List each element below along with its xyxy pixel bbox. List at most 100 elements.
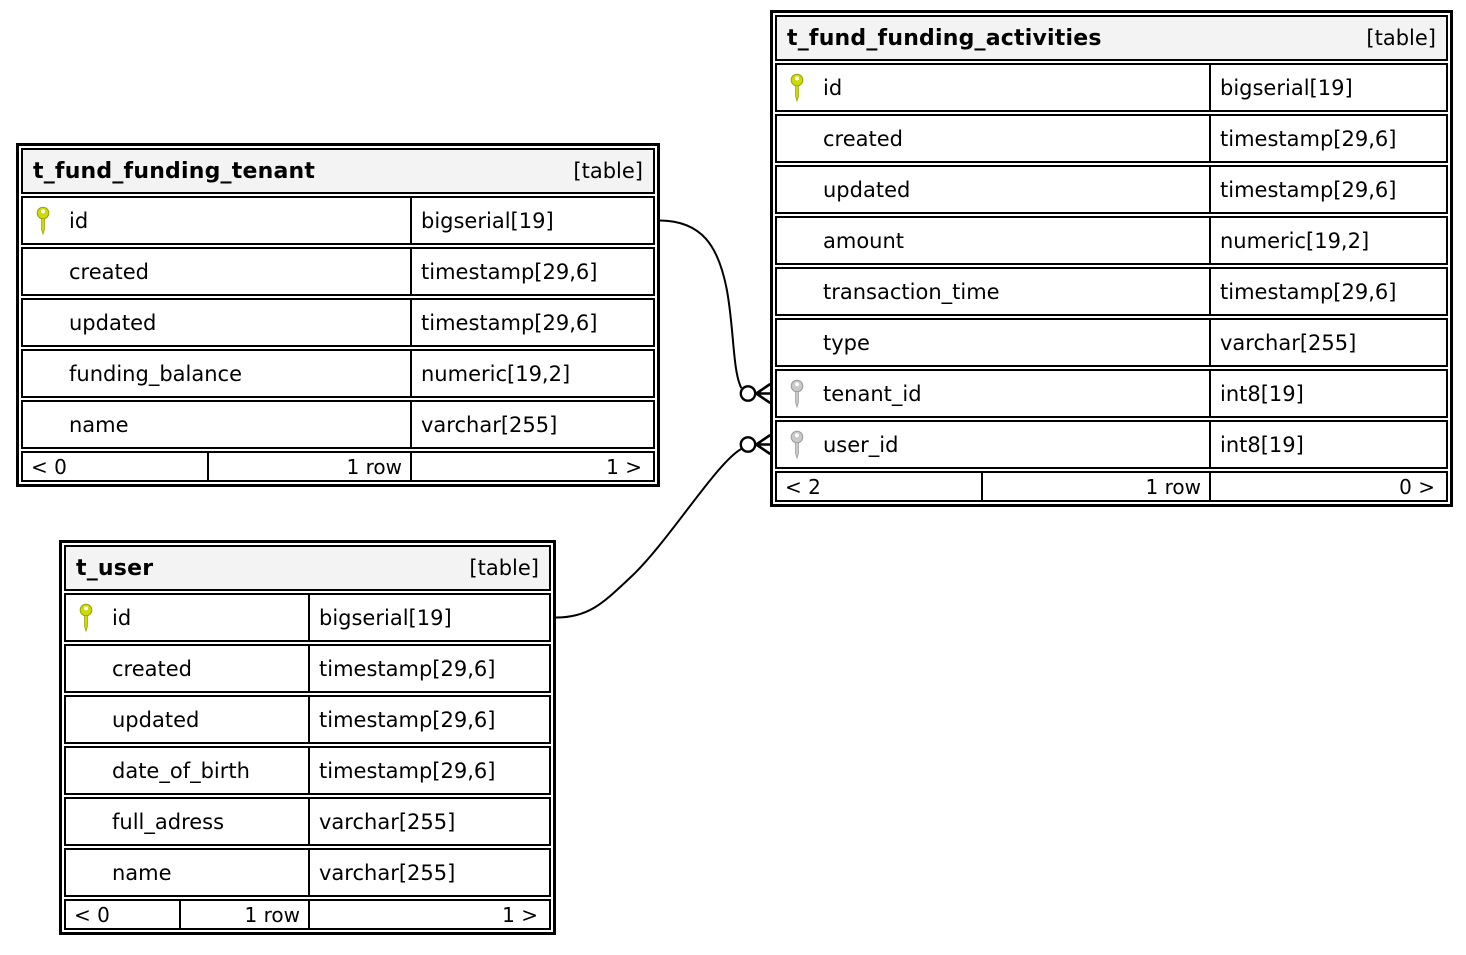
column-row-id[interactable]: id bigserial[19]	[21, 196, 655, 245]
table-t-fund-funding-tenant: t_fund_funding_tenant [table] id bigseri…	[16, 143, 660, 487]
column-name: created	[823, 126, 903, 151]
column-type: bigserial[19]	[308, 595, 549, 640]
column-type: bigserial[19]	[410, 198, 653, 243]
table-type-badge: [table]	[1366, 26, 1436, 50]
column-name: name	[69, 412, 129, 437]
relationship-line	[659, 219, 743, 389]
column-type: timestamp[29,6]	[308, 697, 549, 742]
column-row-created[interactable]: created timestamp[29,6]	[775, 114, 1448, 163]
table-t-fund-funding-activities: t_fund_funding_activities [table] id big…	[770, 10, 1453, 507]
column-type: varchar[255]	[410, 402, 653, 447]
column-row-transaction-time[interactable]: transaction_time timestamp[29,6]	[775, 267, 1448, 316]
column-name-cell: created	[66, 646, 308, 691]
column-type: timestamp[29,6]	[308, 646, 549, 691]
column-name-cell: user_id	[777, 422, 1209, 467]
table-footer: < 2 1 row 0 >	[775, 471, 1448, 502]
footer-parents: < 2	[777, 473, 983, 500]
column-row-created[interactable]: created timestamp[29,6]	[64, 644, 551, 693]
column-name-cell: full_adress	[66, 799, 308, 844]
column-name: name	[112, 860, 172, 885]
table-title: t_fund_funding_activities	[787, 25, 1102, 51]
column-name: tenant_id	[823, 381, 922, 406]
column-row-id[interactable]: id bigserial[19]	[775, 63, 1448, 112]
column-type: timestamp[29,6]	[410, 300, 653, 345]
footer-rowcount: 1 row	[346, 454, 402, 479]
column-name: id	[823, 75, 843, 100]
column-type: int8[19]	[1209, 371, 1446, 416]
column-name: date_of_birth	[112, 758, 250, 783]
column-row-created[interactable]: created timestamp[29,6]	[21, 247, 655, 296]
column-row-user-id[interactable]: user_id int8[19]	[775, 420, 1448, 469]
column-name-cell: tenant_id	[777, 371, 1209, 416]
column-type: timestamp[29,6]	[1209, 116, 1446, 161]
primary-key-icon	[79, 603, 93, 633]
column-type: timestamp[29,6]	[308, 748, 549, 793]
table-footer: < 0 1 row 1 >	[64, 899, 551, 930]
column-name: amount	[823, 228, 905, 253]
column-row-name[interactable]: name varchar[255]	[21, 400, 655, 449]
footer-parents: < 0	[23, 453, 209, 480]
column-row-updated[interactable]: updated timestamp[29,6]	[21, 298, 655, 347]
column-name: full_adress	[112, 809, 225, 834]
column-type: timestamp[29,6]	[410, 249, 653, 294]
primary-key-icon	[36, 206, 50, 236]
column-row-name[interactable]: name varchar[255]	[64, 848, 551, 897]
table-title: t_user	[76, 555, 154, 581]
column-row-type[interactable]: type varchar[255]	[775, 318, 1448, 367]
table-t-user: t_user [table] id bigserial[19] created …	[59, 540, 556, 935]
column-type: varchar[255]	[308, 850, 549, 895]
footer-children: 1 >	[308, 901, 549, 928]
column-type: bigserial[19]	[1209, 65, 1446, 110]
column-row-tenant-id[interactable]: tenant_id int8[19]	[775, 369, 1448, 418]
footer-rowcount: 1 row	[244, 902, 300, 927]
column-name-cell: updated	[66, 697, 308, 742]
table-header[interactable]: t_fund_funding_activities [table]	[775, 15, 1448, 61]
table-header[interactable]: t_fund_funding_tenant [table]	[21, 148, 655, 194]
column-name-cell: name	[23, 402, 410, 447]
footer-rowcount: 1 row	[1145, 474, 1201, 499]
column-name: updated	[823, 177, 911, 202]
column-name-cell: funding_balance	[23, 351, 410, 396]
column-name-cell: id	[777, 65, 1209, 110]
column-name-cell: updated	[777, 167, 1209, 212]
column-name-cell: date_of_birth	[66, 748, 308, 793]
column-type: timestamp[29,6]	[1209, 269, 1446, 314]
relationship-tenant-id-to-activities-tenant-id	[659, 219, 771, 404]
column-name-cell: type	[777, 320, 1209, 365]
table-type-badge: [table]	[469, 556, 539, 580]
column-name: funding_balance	[69, 361, 242, 386]
column-row-id[interactable]: id bigserial[19]	[64, 593, 551, 642]
cardinality-circle-icon	[739, 436, 757, 453]
column-name: type	[823, 330, 870, 355]
column-row-date-of-birth[interactable]: date_of_birth timestamp[29,6]	[64, 746, 551, 795]
footer-children: 1 >	[410, 453, 653, 480]
crow-foot-arrow-icon	[754, 383, 771, 404]
column-name-cell: id	[66, 595, 308, 640]
footer-children: 0 >	[1209, 473, 1446, 500]
table-header[interactable]: t_user [table]	[64, 545, 551, 591]
column-name: created	[112, 656, 192, 681]
column-name-cell: id	[23, 198, 410, 243]
column-type: numeric[19,2]	[410, 351, 653, 396]
column-name: created	[69, 259, 149, 284]
footer-parents: < 0	[66, 901, 181, 928]
column-type: timestamp[29,6]	[1209, 167, 1446, 212]
column-name: id	[112, 605, 132, 630]
primary-key-icon	[790, 73, 804, 103]
column-row-updated[interactable]: updated timestamp[29,6]	[64, 695, 551, 744]
column-name-cell: amount	[777, 218, 1209, 263]
column-type: numeric[19,2]	[1209, 218, 1446, 263]
column-row-amount[interactable]: amount numeric[19,2]	[775, 216, 1448, 265]
foreign-key-icon	[790, 379, 804, 409]
cardinality-circle-icon	[739, 385, 757, 402]
column-name: transaction_time	[823, 279, 1000, 304]
column-row-full-adress[interactable]: full_adress varchar[255]	[64, 797, 551, 846]
column-name-cell: transaction_time	[777, 269, 1209, 314]
crow-foot-arrow-icon	[754, 434, 771, 455]
column-row-funding-balance[interactable]: funding_balance numeric[19,2]	[21, 349, 655, 398]
column-row-updated[interactable]: updated timestamp[29,6]	[775, 165, 1448, 214]
column-type: varchar[255]	[308, 799, 549, 844]
column-name: id	[69, 208, 89, 233]
foreign-key-icon	[790, 430, 804, 460]
